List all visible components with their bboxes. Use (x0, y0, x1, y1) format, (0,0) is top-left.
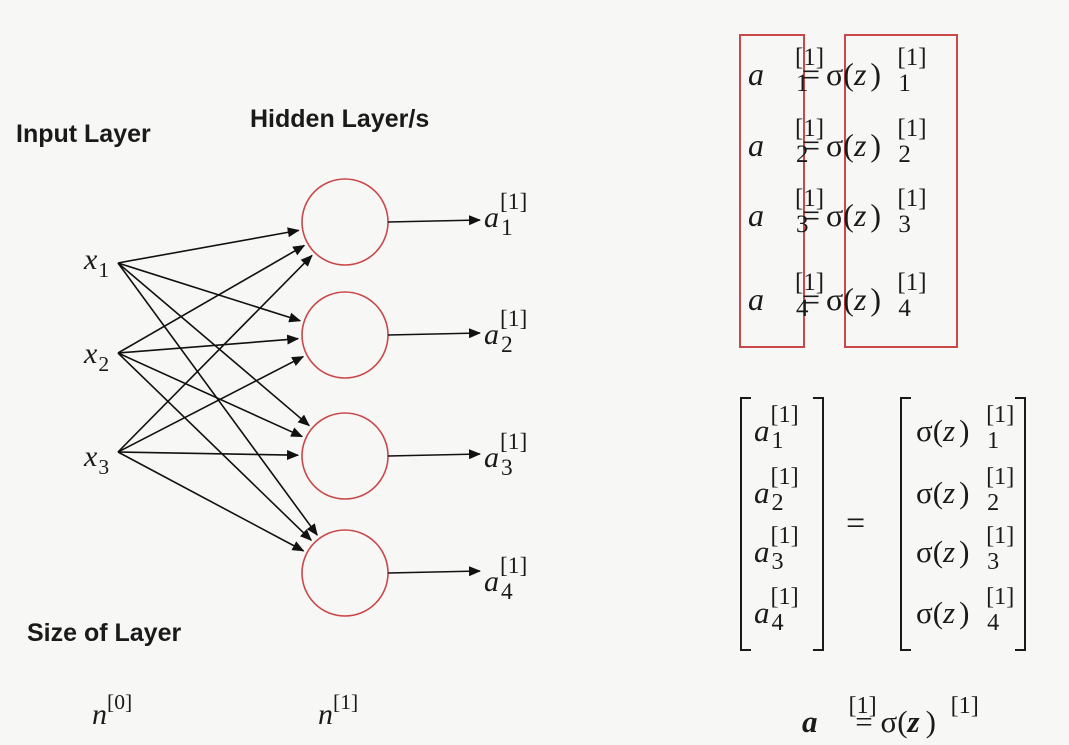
matrix-rhs-entry-3: σ(z[1]3) (916, 522, 1015, 575)
rhs-highlight-box (844, 34, 958, 348)
layer-size-n1: n[1] (318, 690, 359, 732)
edge-x1-to-neuron-2 (117, 262, 302, 323)
edge-x3-to-neuron-1 (117, 254, 313, 453)
output-arrow-4 (387, 566, 481, 577)
edge-x3-to-neuron-2 (117, 355, 305, 453)
equation-row-2: a[1]2=σ(z[1]2) (748, 115, 927, 168)
equation-row-3: a[1]3=σ(z[1]3) (748, 185, 927, 238)
matrix-equals-sign: = (846, 505, 866, 542)
edge-x3-to-neuron-3 (117, 449, 300, 460)
lhs-activation: a[1]2 (748, 115, 825, 168)
output-arrow-1 (387, 215, 481, 226)
equation-row-1: a[1]1=σ(z[1]1) (748, 44, 927, 97)
vector-equation: a[1] = σ(z[1]) (802, 692, 979, 739)
lhs-activation: a[1]1 (748, 44, 825, 97)
lhs-activation: a[1]3 (748, 185, 825, 238)
input-x2: x2 (84, 337, 110, 376)
input-x3: x3 (84, 440, 110, 479)
matrix-lhs-entry-4: a[1]4 (754, 583, 799, 636)
lhs-highlight-box (739, 34, 805, 348)
right-matrix-bracket-right (1015, 397, 1026, 651)
input-layer-label: Input Layer (16, 120, 151, 148)
output-a3: a[1]3 (484, 429, 528, 481)
lhs-activation: a[1]4 (748, 269, 825, 322)
edge-x3-to-neuron-4 (117, 451, 305, 552)
right-matrix-bracket-left (900, 397, 911, 651)
left-matrix-bracket-right (813, 397, 824, 651)
hidden-layer-label: Hidden Layer/s (250, 105, 430, 133)
edge-x1-to-neuron-1 (117, 227, 300, 264)
edge-x2-to-neuron-3 (117, 352, 304, 438)
equation-row-4: a[1]4=σ(z[1]4) (748, 269, 927, 322)
matrix-lhs-entry-2: a[1]2 (754, 463, 799, 516)
connections (117, 227, 318, 552)
hidden-neuron-2 (301, 291, 389, 379)
edge-x2-to-neuron-2 (117, 334, 300, 354)
left-matrix-bracket-left (740, 397, 751, 651)
output-arrow-3 (387, 449, 481, 460)
input-x1: x1 (84, 243, 110, 282)
matrix-rhs-entry-1: σ(z[1]1) (916, 401, 1015, 454)
matrix-rhs-entry-4: σ(z[1]4) (916, 583, 1015, 636)
output-a1: a[1]1 (484, 189, 528, 241)
output-arrow-2 (387, 328, 481, 339)
edge-x2-to-neuron-4 (117, 352, 312, 541)
hidden-neuron-1 (301, 178, 389, 266)
size-of-layer-label: Size of Layer (27, 619, 182, 647)
hidden-neuron-3 (301, 412, 389, 500)
output-a2: a[1]2 (484, 306, 528, 358)
matrix-rhs-entry-2: σ(z[1]2) (916, 463, 1015, 516)
edge-x2-to-neuron-1 (117, 244, 306, 354)
hidden-neuron-4 (301, 529, 389, 617)
matrix-lhs-entry-3: a[1]3 (754, 522, 799, 575)
layer-size-n0: n[0] (92, 690, 133, 732)
matrix-lhs-entry-1: a[1]1 (754, 401, 799, 454)
output-a4: a[1]4 (484, 553, 528, 605)
edge-x1-to-neuron-3 (117, 262, 310, 427)
